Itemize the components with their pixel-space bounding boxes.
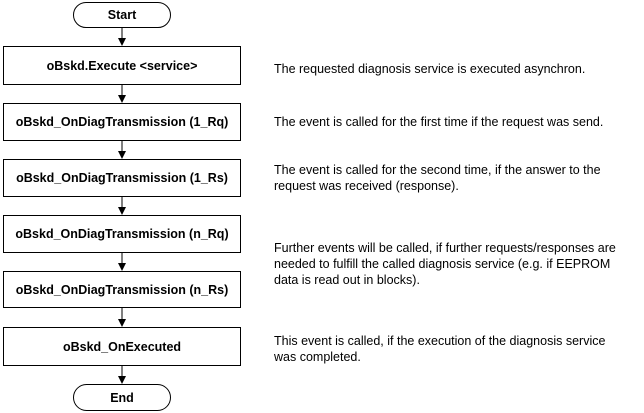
note-transmission-1rs: The event is called for the second time,… — [274, 162, 601, 194]
start-label: Start — [107, 8, 137, 22]
step-transmission-nrs-box: oBskd_OnDiagTransmission (n_Rs) — [3, 271, 241, 308]
step-executed-label: oBskd_OnExecuted — [62, 339, 182, 354]
step-execute-label: oBskd.Execute <service> — [46, 58, 198, 73]
step-transmission-1rq-label: oBskd_OnDiagTransmission (1_Rq) — [15, 115, 229, 129]
step-transmission-nrq-label: oBskd_OnDiagTransmission (n_Rq) — [15, 227, 229, 241]
note-line: needed to fulfill the called diagnosis s… — [274, 257, 611, 271]
end-label: End — [110, 390, 134, 405]
note-transmission-1rq: The event is called for the first time i… — [274, 114, 603, 130]
note-line: request was received (response). — [274, 179, 459, 193]
note-line: Further events will be called, if furthe… — [274, 241, 616, 255]
note-line: The event is called for the second time,… — [274, 163, 601, 177]
step-transmission-nrq-box: oBskd_OnDiagTransmission (n_Rq) — [3, 215, 241, 253]
note-line: The event is called for the first time i… — [274, 115, 604, 129]
step-transmission-nrs-label: oBskd_OnDiagTransmission (n_Rs) — [15, 282, 229, 297]
note-execute: The requested diagnosis service is execu… — [274, 61, 585, 77]
note-line: This event is called, if the execution o… — [274, 334, 606, 348]
step-transmission-1rs-label: oBskd_OnDiagTransmission (1_Rs) — [16, 171, 228, 185]
step-executed-box: oBskd_OnExecuted — [3, 327, 241, 366]
note-executed: This event is called, if the execution o… — [274, 333, 605, 365]
end-terminal: End — [73, 384, 171, 411]
step-transmission-1rq-box: oBskd_OnDiagTransmission (1_Rq) — [3, 103, 241, 141]
note-line: The requested diagnosis service is execu… — [274, 62, 586, 76]
step-execute-box: oBskd.Execute <service> — [3, 46, 241, 85]
start-terminal: Start — [73, 2, 171, 28]
note-line: was completed. — [274, 350, 361, 364]
note-further-events: Further events will be called, if furthe… — [274, 240, 616, 288]
note-line: data is read out in blocks). — [274, 273, 420, 287]
step-transmission-1rs-box: oBskd_OnDiagTransmission (1_Rs) — [3, 159, 241, 197]
